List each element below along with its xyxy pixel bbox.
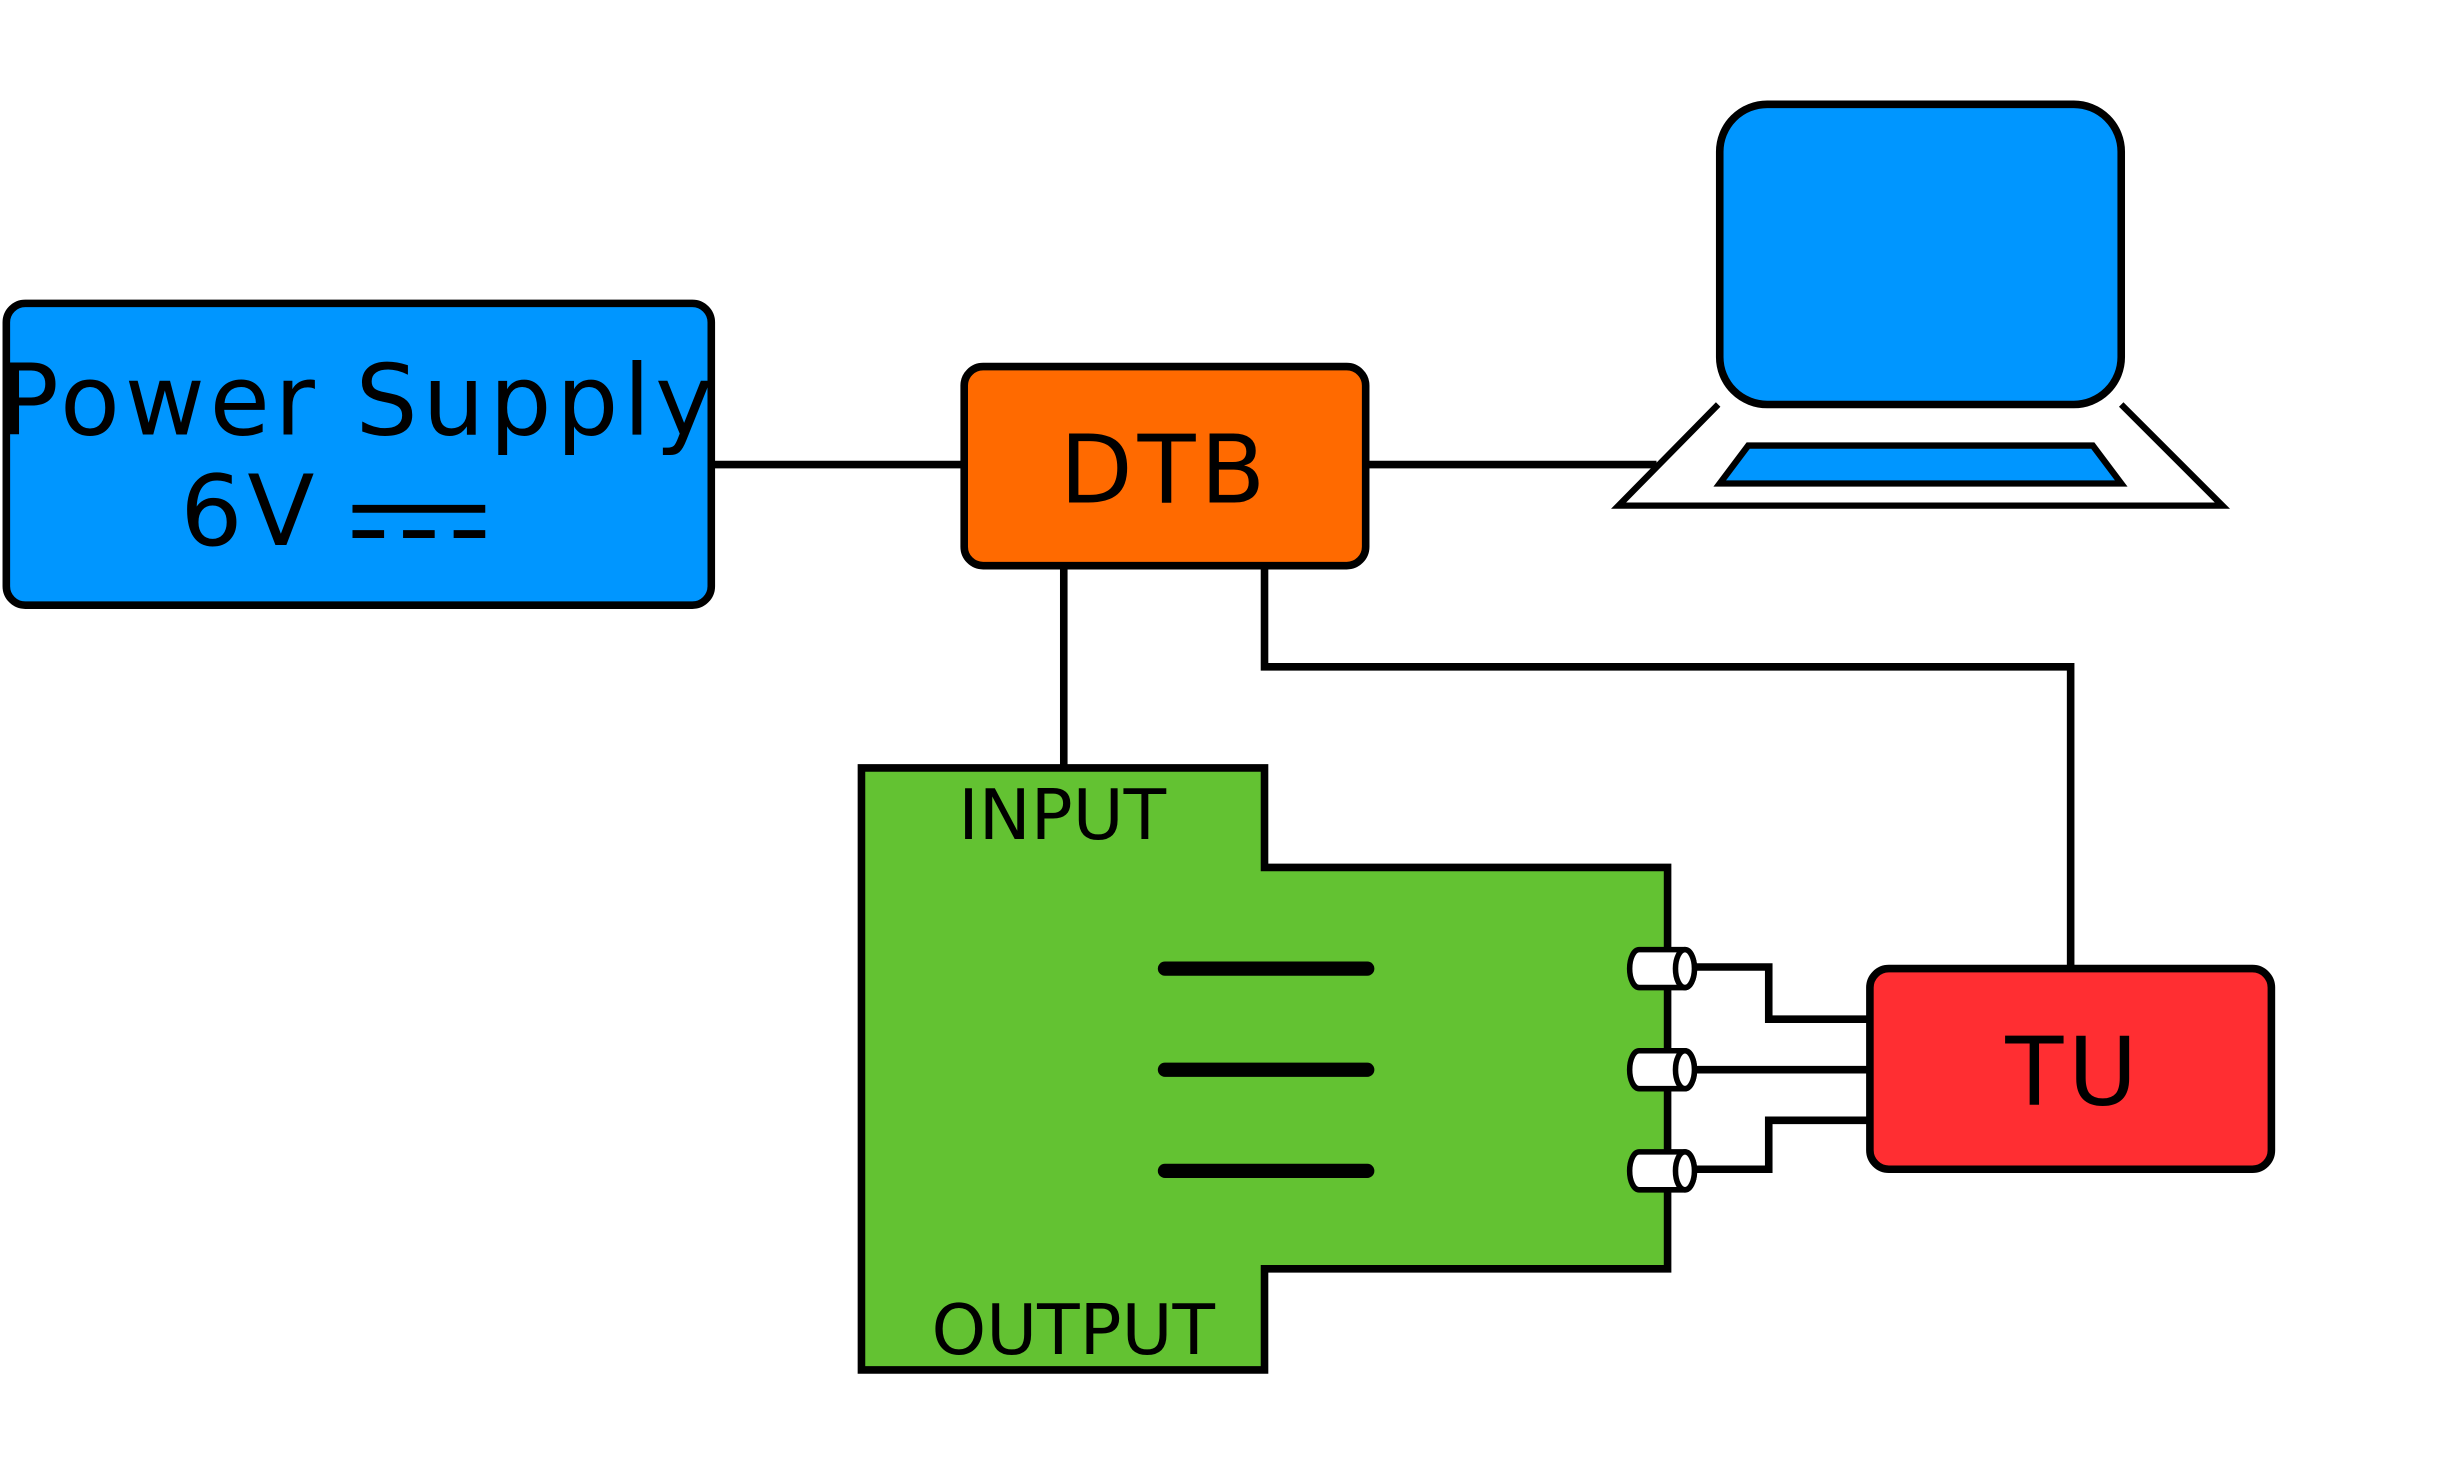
wire-connector-1-to-tu <box>1694 963 1870 1023</box>
laptop-screen <box>1715 100 2126 409</box>
tu-box <box>1866 964 2276 1174</box>
tu-label: TU <box>2004 1017 2142 1127</box>
wire-connector-3-to-tu <box>1694 1116 1870 1174</box>
laptop-base-outline <box>1611 402 2231 509</box>
connector-3 <box>1626 1149 1698 1193</box>
dtb-label: DTB <box>1060 415 1270 525</box>
laptop-icon <box>1611 100 2231 509</box>
power-supply-block: Power Supply 6V <box>0 299 718 609</box>
power-supply-label: Power Supply <box>0 345 718 459</box>
coax-connector-icon <box>1626 946 1698 1193</box>
power-supply-box <box>2 299 716 609</box>
dtb-block: DTB <box>960 362 1370 570</box>
laptop-keyboard <box>1713 442 2128 487</box>
module-input-label: INPUT <box>958 775 1166 856</box>
module-block: INPUT OUTPUT <box>857 764 1672 1374</box>
power-supply-voltage: 6V <box>180 455 319 569</box>
module-output-label: OUTPUT <box>932 1290 1216 1371</box>
connection-wires <box>711 460 2075 1174</box>
dtb-box <box>960 362 1370 570</box>
connector-1 <box>1626 946 1698 991</box>
dc-symbol-icon <box>352 504 486 539</box>
module-plates <box>1157 961 1375 1178</box>
tu-block: TU <box>1866 964 2276 1174</box>
wire-dtb-to-tu <box>1260 565 2075 969</box>
connector-2 <box>1626 1047 1698 1092</box>
